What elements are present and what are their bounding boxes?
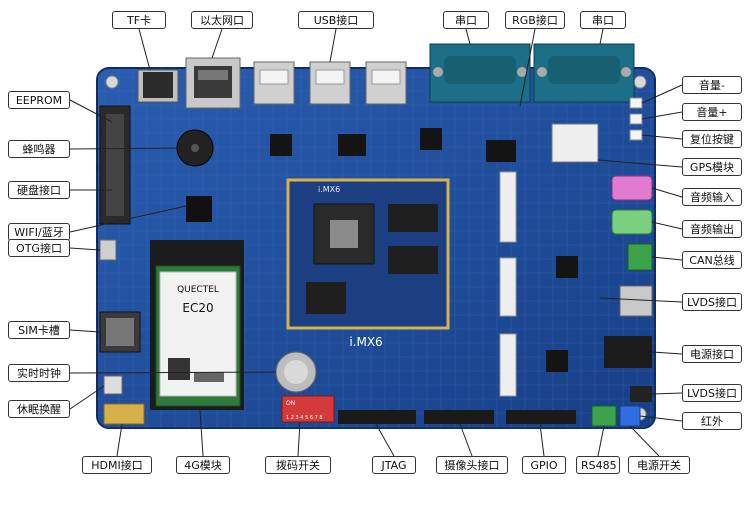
label-wifi-bt: WIFI/蓝牙 (8, 223, 70, 241)
leader-line (519, 28, 536, 107)
label-tf-card: TF卡 (112, 11, 166, 29)
module-brand: QUECTEL (177, 285, 219, 295)
leader-line (629, 425, 660, 457)
fpc-connectors (499, 171, 517, 397)
leader-line (69, 247, 101, 251)
leader-line (651, 221, 683, 230)
label-buzzer: 蜂鸣器 (8, 140, 70, 158)
label-camera: 摄像头接口 (436, 456, 508, 474)
label-4g: 4G模块 (176, 456, 230, 474)
dip-on: ON (286, 400, 295, 407)
leader-line (138, 28, 151, 71)
label-sim: SIM卡槽 (8, 321, 70, 339)
leader-line (597, 425, 605, 457)
can-terminal (627, 243, 653, 271)
leader-line (651, 256, 683, 261)
leader-line (641, 111, 683, 120)
leader-line (597, 159, 683, 168)
otg-connector (99, 239, 117, 261)
label-jtag: JTAG (372, 456, 416, 474)
leader-line (641, 84, 683, 104)
label-vol-down: 音量- (682, 76, 742, 94)
label-hdmi: HDMI接口 (82, 456, 152, 474)
usb-ports (253, 61, 407, 105)
leader-line (211, 28, 223, 59)
label-otg: OTG接口 (8, 239, 70, 257)
label-power-port: 电源接口 (682, 345, 742, 363)
leader-line (641, 134, 683, 140)
leader-line (651, 187, 683, 198)
label-ethernet: 以太网口 (191, 11, 253, 29)
leader-line (69, 205, 187, 233)
core-label: i.MX6 (349, 335, 382, 349)
leader-line (465, 28, 471, 45)
label-gps: GPS模块 (682, 158, 742, 176)
leader-line (69, 147, 179, 150)
label-sleep-wake: 休眠换醒 (8, 400, 70, 418)
label-rs485: RS485 (576, 456, 620, 474)
sleep-wake-button (103, 375, 123, 395)
leader-line (651, 351, 683, 355)
gps-module (551, 123, 599, 163)
leader-line (297, 421, 301, 457)
label-reset-button: 复位按键 (682, 130, 742, 148)
label-rtc: 实时时钟 (8, 364, 70, 382)
label-lvds-1: LVDS接口 (682, 293, 742, 311)
leader-line (651, 392, 683, 395)
lvds-connector-2 (630, 386, 652, 402)
dip-switch (281, 395, 335, 423)
audio-in-jack (611, 175, 653, 201)
label-infrared: 红外 (682, 412, 742, 430)
leader-line (69, 329, 101, 333)
module-model: EC20 (182, 301, 213, 315)
pin-headers (338, 410, 576, 424)
label-gpio: GPIO (522, 456, 566, 474)
dip-numbers: 1 2 3 4 5 6 7 8 (286, 415, 323, 421)
label-can: CAN总线 (682, 251, 742, 269)
core-silk: i.MX6 (318, 185, 340, 194)
leader-line (69, 371, 277, 374)
label-usb: USB接口 (298, 11, 374, 29)
side-buttons (629, 97, 643, 141)
leader-line (599, 28, 604, 45)
label-hdd: 硬盘接口 (8, 181, 70, 199)
leader-line (459, 423, 473, 457)
label-audio-in: 音频输入 (682, 188, 742, 206)
power-switch (619, 405, 641, 427)
leader-line (69, 385, 105, 410)
wifi-module (186, 196, 212, 222)
serial-ports (429, 43, 635, 103)
audio-out-jack (611, 209, 653, 235)
leader-line (199, 409, 204, 457)
label-vol-up: 音量+ (682, 103, 742, 121)
leader-line (69, 99, 113, 123)
label-rgb: RGB接口 (505, 11, 565, 29)
power-jack (604, 336, 652, 368)
leader-line (599, 297, 683, 303)
leader-line (639, 415, 683, 422)
label-dip-switch: 拨码开关 (265, 456, 331, 474)
rs485-terminal (591, 405, 617, 427)
leader-line (375, 423, 395, 457)
leader-line (539, 423, 545, 457)
label-eeprom: EEPROM (8, 91, 70, 109)
lvds-connector-1 (619, 285, 653, 317)
label-audio-out: 音频输出 (682, 220, 742, 238)
hdmi-connector (103, 403, 145, 425)
label-serial-1: 串口 (443, 11, 489, 29)
label-serial-2: 串口 (580, 11, 626, 29)
misc-ics (270, 128, 578, 372)
label-lvds-2: LVDS接口 (682, 384, 742, 402)
leader-line (116, 423, 123, 457)
label-power-switch: 电源开关 (628, 456, 690, 474)
leader-line (329, 28, 337, 63)
